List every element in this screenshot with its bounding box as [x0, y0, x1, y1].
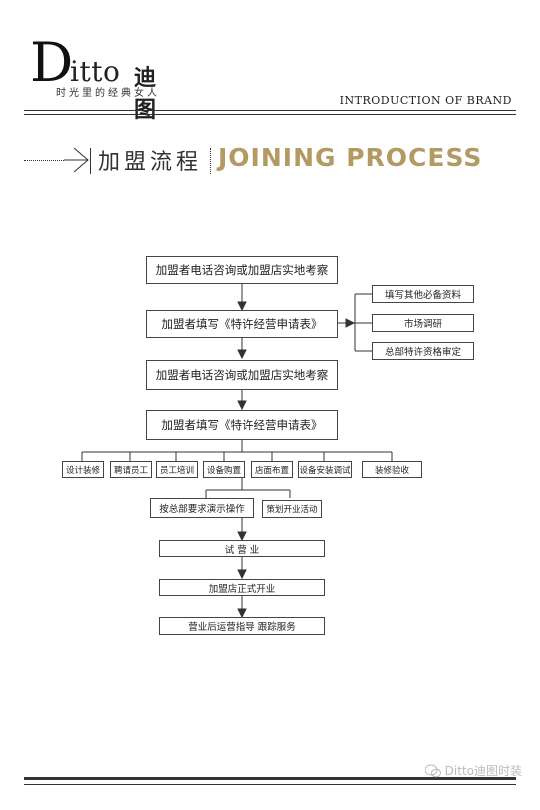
slogan: 时光里的经典女人: [56, 88, 160, 99]
divider-bottom-2: [24, 784, 516, 785]
branch-layout: 店面布置: [251, 461, 293, 478]
title-bar: 加盟流程 JOINING PROCESS: [24, 140, 524, 180]
flow-step-open: 加盟店正式开业: [159, 579, 325, 596]
branch-hiring: 聘请员工: [110, 461, 152, 478]
side-box-market: 市场调研: [372, 314, 474, 332]
watermark: Ditto迪图时装: [424, 762, 522, 779]
arrow-icon: [64, 147, 89, 173]
chat-icon: [424, 764, 441, 777]
section-label: INTRODUCTION OF BRAND: [339, 94, 512, 107]
title-en: JOINING PROCESS: [218, 143, 483, 172]
flow-step-apply: 加盟者填写《特许经营申请表》: [146, 310, 338, 338]
branch-inspection: 装修验收: [362, 461, 422, 478]
side-box-review: 总部特许资格审定: [372, 342, 474, 360]
flow-step-apply-2: 加盟者填写《特许经营申请表》: [146, 410, 338, 440]
side-box-documents: 填写其他必备资料: [372, 285, 474, 303]
title-divider-dotted: [210, 148, 212, 174]
watermark-text: Ditto迪图时装: [444, 764, 522, 778]
branch-design: 设计装修: [62, 461, 104, 478]
logo-d: D: [30, 31, 74, 94]
divider-bottom-1: [24, 777, 516, 780]
title-divider: [90, 148, 91, 174]
flow-step-trial: 试 营 业: [159, 540, 325, 557]
branch-training: 员工培训: [156, 461, 198, 478]
branch-install: 设备安装调试: [298, 461, 352, 478]
logo-wordmark: itto: [70, 55, 121, 88]
divider-top-2: [24, 114, 516, 115]
title-cn: 加盟流程: [98, 150, 203, 175]
divider-top-1: [24, 110, 516, 111]
branch-equipment: 设备购置: [203, 461, 245, 478]
flow-step-plan: 策划开业活动: [262, 500, 322, 518]
dotted-lead: [24, 160, 64, 161]
flow-step-demo: 按总部要求演示操作: [150, 498, 254, 518]
flow-step-consult: 加盟者电话咨询或加盟店实地考察: [146, 256, 338, 284]
flow-step-consult-2: 加盟者电话咨询或加盟店实地考察: [146, 360, 338, 390]
flow-step-after-service: 营业后运营指导 跟踪服务: [159, 617, 325, 635]
